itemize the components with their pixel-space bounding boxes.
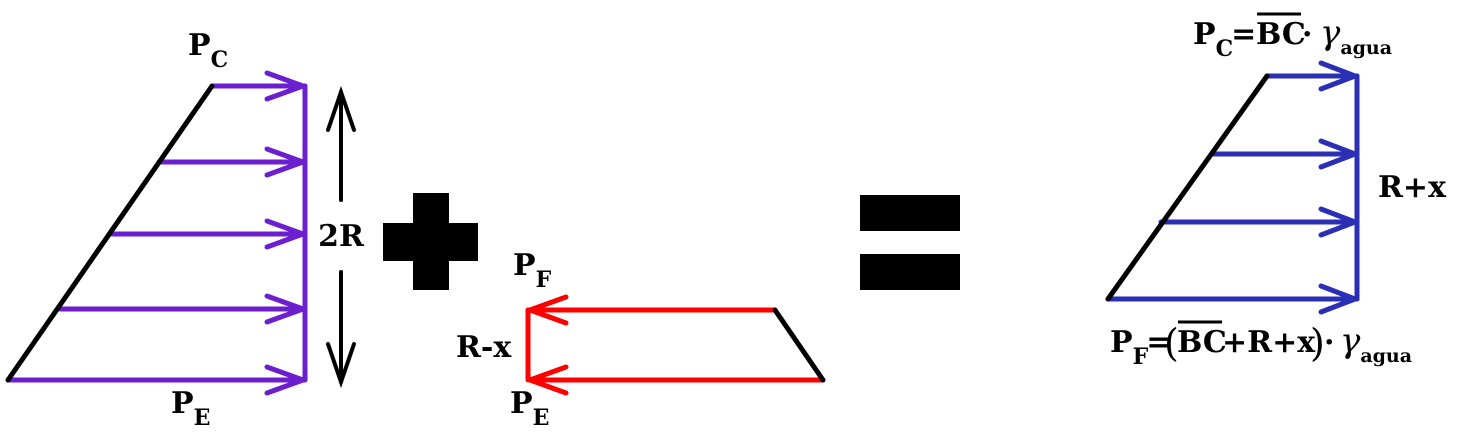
right-pressure-diagram: R+x PC= BC · γagua PF= ( BC +R+x ) · <box>1105 12 1447 370</box>
bc-overline-text-top: BC <box>1256 17 1306 52</box>
label-pc-left: PC <box>188 28 228 73</box>
bc-overline-text-bottom: BC <box>1177 325 1227 360</box>
left-pressure-arrows <box>5 70 308 396</box>
right-pressure-arrows <box>1105 60 1360 315</box>
label-r-plus-x: R+x <box>1378 170 1447 205</box>
left-pressure-diagram: 2R PC PE <box>5 28 365 431</box>
equation-pc: PC= BC · γagua <box>1193 12 1392 62</box>
middle-pressure-diagram: PF R-x PE <box>456 248 826 431</box>
label-pe-left: PE <box>171 386 210 431</box>
svg-text:(: ( <box>1164 321 1179 365</box>
plus-icon <box>383 193 478 290</box>
svg-text:γagua: γagua <box>1320 13 1392 59</box>
svg-text:+R+x: +R+x <box>1222 325 1316 360</box>
svg-text:·: · <box>1324 325 1334 360</box>
label-pe-middle: PE <box>510 386 549 431</box>
svg-text:·: · <box>1302 17 1312 52</box>
dimension-2r <box>326 85 356 389</box>
svg-text:PF=: PF= <box>1110 325 1171 370</box>
label-r-minus-x: R-x <box>456 330 512 365</box>
equals-icon <box>860 195 960 290</box>
svg-text:PC=: PC= <box>1193 17 1256 62</box>
right-slope-line <box>1105 73 1270 302</box>
left-slope-line <box>5 83 215 383</box>
svg-text:γagua: γagua <box>1340 321 1412 367</box>
middle-pressure-arrows <box>525 294 826 396</box>
dimension-2r-label: 2R <box>318 219 365 254</box>
middle-slope-line <box>772 307 826 383</box>
label-pf-middle: PF <box>513 248 552 293</box>
equation-pf: PF= ( BC +R+x ) · γagua <box>1110 320 1412 370</box>
svg-text:): ) <box>1310 321 1325 365</box>
